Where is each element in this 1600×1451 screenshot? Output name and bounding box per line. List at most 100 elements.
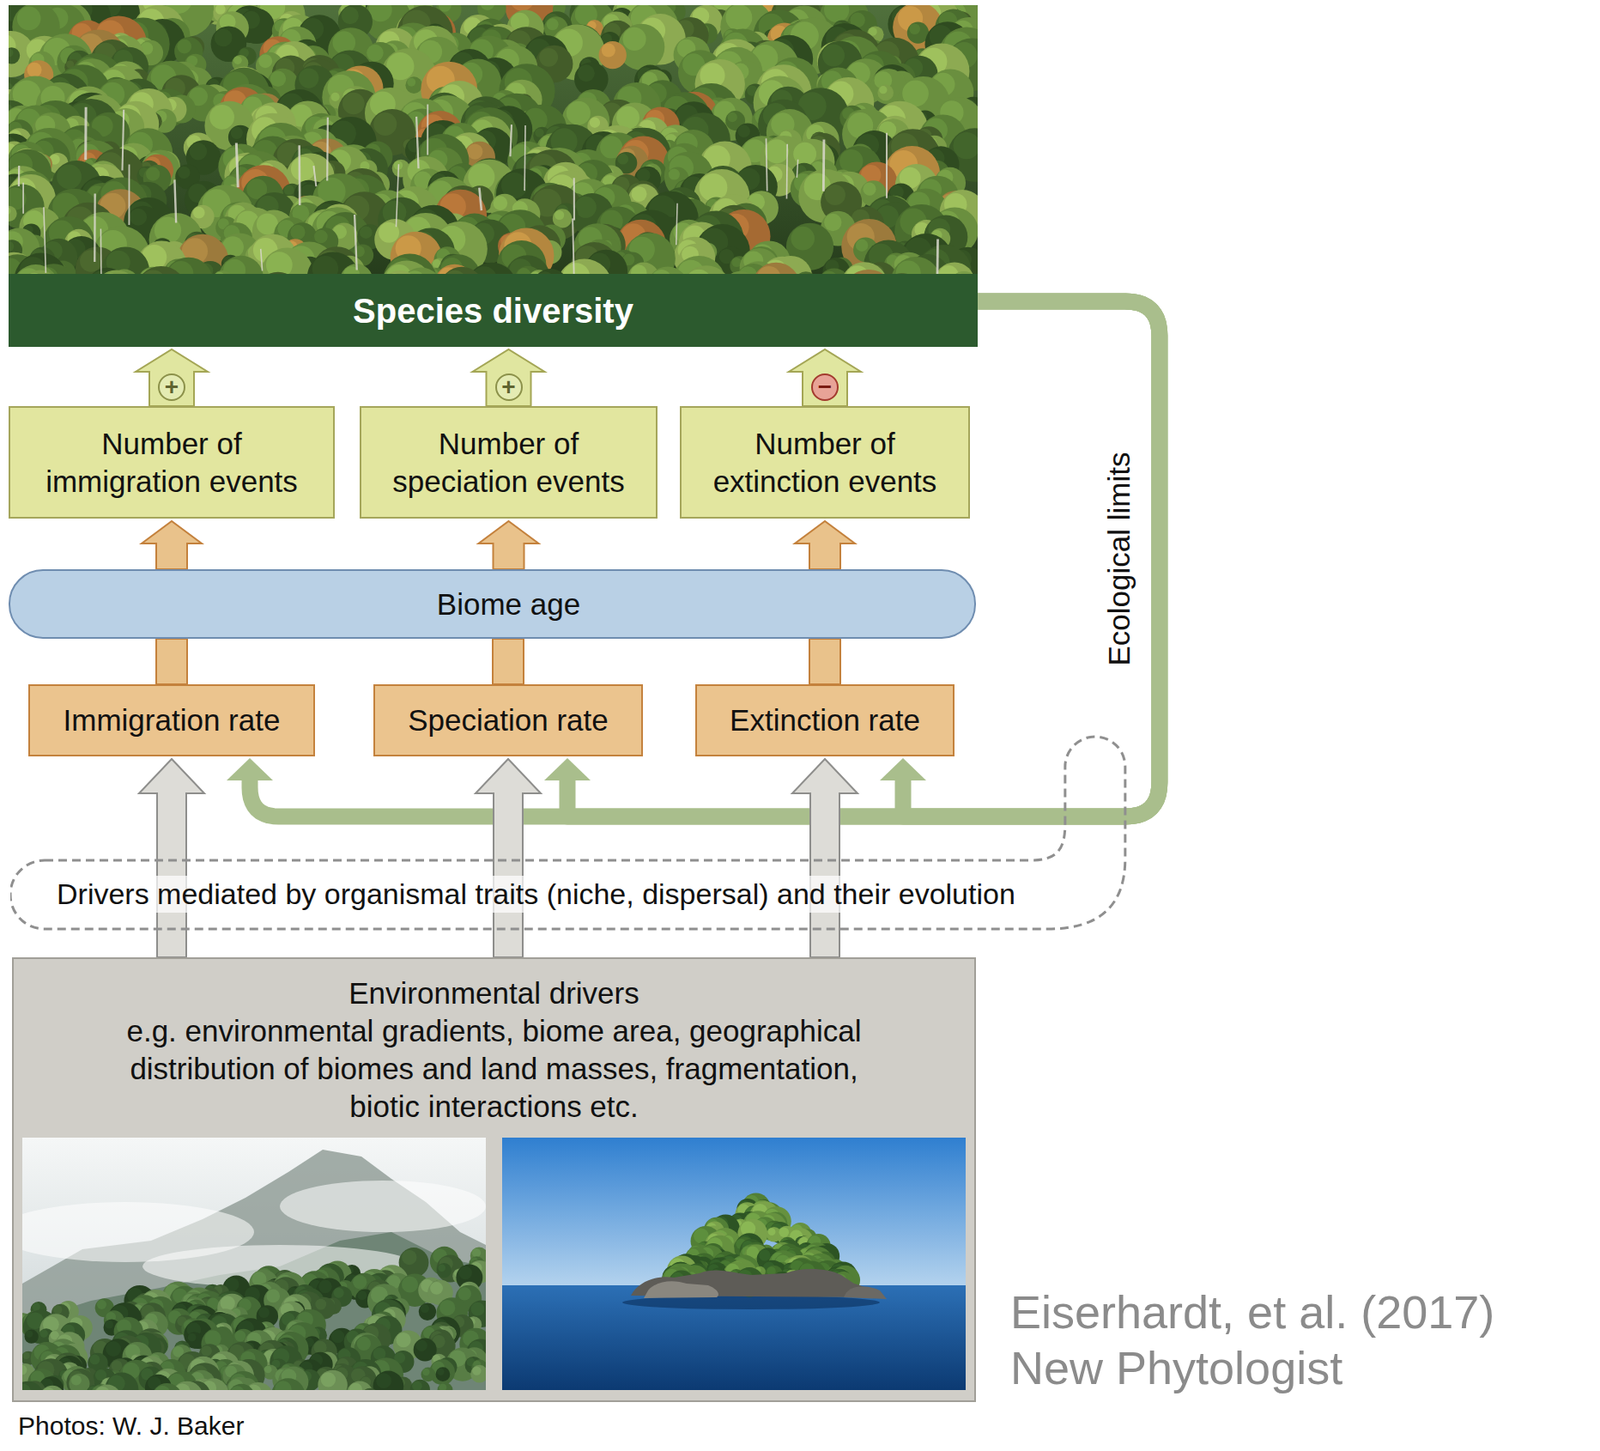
trait-driver-outline: Drivers mediated by organismal traits (n…: [10, 729, 1131, 933]
tree-crown-light: [725, 5, 752, 31]
feedback-head: [226, 757, 273, 781]
tree-crown: [307, 251, 360, 274]
feedback-head: [544, 757, 591, 781]
driver-arrow-shape: [139, 758, 205, 958]
event-count-box: Number of speciation events: [359, 406, 658, 519]
tree-crown: [439, 266, 485, 274]
tree-trunk: [786, 144, 788, 200]
tree-crown-light: [617, 153, 629, 165]
misty-sky: [22, 1137, 486, 1390]
tree-trunk: [326, 117, 329, 182]
tree-crown-light: [284, 185, 295, 196]
tree-trunk: [18, 165, 21, 187]
forest-crown-light: [318, 1279, 332, 1293]
forest-crown-light: [458, 1286, 472, 1300]
tree-crown: [405, 76, 423, 94]
tree-crown-light: [290, 157, 316, 182]
tree-trunk: [523, 125, 527, 191]
tree-trunk: [22, 182, 25, 214]
mountain-photo: [22, 1137, 486, 1390]
tree-crown-light: [330, 92, 340, 102]
tree-crown-light: [539, 48, 558, 67]
tree-trunk: [100, 229, 103, 274]
effect-arrow: [472, 349, 546, 407]
tree-crown-light: [623, 27, 647, 51]
tree-crown-light: [824, 184, 846, 206]
tree-crown-light: [215, 5, 226, 15]
tree-crown: [680, 265, 733, 274]
tree-crown: [260, 248, 314, 274]
tree-crown-light: [177, 166, 190, 179]
event-count-box: Number of extinction events: [679, 406, 970, 519]
driver-arrow-shape: [475, 758, 541, 958]
driver-arrow: [792, 758, 858, 958]
node-label: Drivers mediated by organismal traits (n…: [53, 875, 1019, 913]
tree-crown-light: [757, 266, 782, 274]
tree-trunk: [573, 177, 576, 220]
tree-crown-light: [209, 104, 235, 130]
tree-crown-light: [466, 143, 483, 159]
tree-crown: [134, 266, 188, 274]
feedback-line: [567, 301, 1160, 817]
tree-crown-light: [493, 195, 509, 211]
tree-trunk: [174, 179, 176, 223]
tree-crown-light: [270, 71, 286, 87]
effect-arrow: [135, 349, 208, 407]
tree-trunk: [313, 165, 316, 187]
feedback-arrow: [226, 301, 1160, 817]
tree-crown-light: [298, 67, 319, 88]
feedback-line: [249, 301, 1160, 817]
tree-crown-light: [79, 249, 103, 273]
tree-crown-light: [764, 139, 789, 164]
node-label: Immigration rate: [63, 702, 281, 739]
age-arrow-shape: [794, 521, 855, 570]
tree-crown: [877, 84, 894, 102]
effect-arrow-shape: [472, 349, 546, 407]
tree-trunk: [121, 109, 124, 171]
effect-arrow: [788, 349, 861, 407]
tree-trunk: [478, 187, 482, 211]
forest-photo: [8, 5, 978, 274]
outcome-band: Species diversity: [8, 273, 978, 347]
tree-crown-light: [630, 264, 647, 274]
forest-crown-light: [430, 1281, 443, 1295]
tree-crown: [647, 266, 689, 274]
age-arrow-shape: [141, 521, 202, 570]
tree-crown-light: [896, 260, 922, 274]
tree-trunk: [509, 124, 512, 157]
tree-crown-light: [290, 224, 305, 240]
age-arrow-shape: [156, 638, 188, 685]
tree-crown: [599, 41, 627, 69]
node-label: Number of extinction events: [694, 424, 957, 501]
node-label: Number of speciation events: [377, 424, 640, 501]
tree-crown-light: [233, 55, 243, 65]
age-arrow-shape: [809, 638, 841, 685]
tree-crown: [514, 266, 542, 274]
tree-crown: [890, 256, 941, 274]
tree-trunk: [572, 218, 575, 274]
tree-crown-light: [341, 6, 359, 25]
tree-trunk: [822, 139, 825, 191]
fog: [279, 1180, 486, 1232]
tree-crown-light: [189, 142, 207, 160]
tree-crown: [12, 264, 60, 274]
age-arrow-shape: [492, 638, 524, 685]
effect-arrow-shape: [788, 349, 861, 407]
driver-arrow-shape: [792, 758, 858, 958]
age-arrow: [156, 638, 188, 685]
tree-trunk: [260, 248, 263, 272]
dashed-outline-path: [10, 736, 1126, 929]
tree-crown-light: [27, 62, 43, 78]
tree-crown-light: [8, 241, 14, 252]
tree-trunk: [43, 206, 46, 273]
tree-crown-light: [406, 78, 416, 87]
tree-crown-light: [601, 42, 616, 57]
age-arrow: [141, 521, 202, 570]
tree-trunk: [885, 133, 888, 199]
tree-crown-light: [727, 112, 738, 122]
node-label: Number of immigration events: [41, 424, 304, 501]
tree-trunk: [676, 203, 678, 246]
forest-crown-light: [357, 1290, 367, 1300]
mountain: [22, 1149, 486, 1390]
